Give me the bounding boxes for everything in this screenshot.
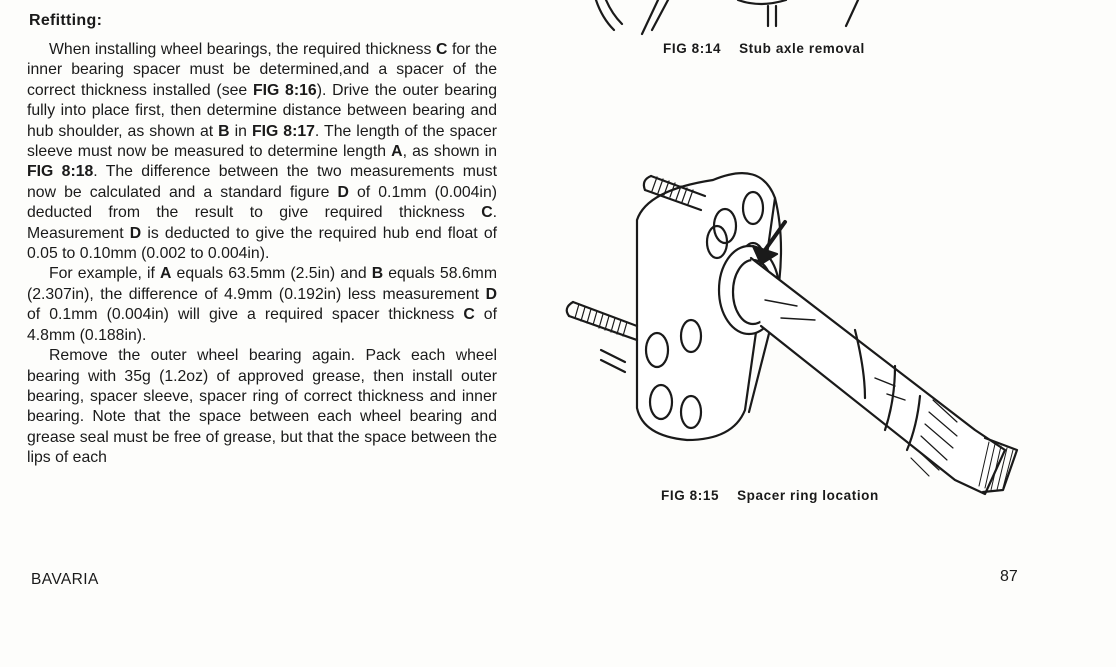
bold-reference: FIG 8:16 (252, 81, 317, 99)
paragraph-2: For example, if A equals 63.5mm (2.5in) … (27, 264, 497, 346)
spacer-ring-location-illustration (565, 172, 1019, 496)
bold-reference: C (463, 306, 475, 324)
text-run: When installing wheel bearings, the requ… (49, 41, 436, 58)
text-run: in (229, 122, 252, 140)
bold-reference: FIG 8:18 (27, 163, 94, 181)
text-run: . The difference between the two measure… (27, 163, 497, 201)
figure-caption-8-15: FIG 8:15 Spacer ring location (661, 488, 879, 503)
paragraph-1: When installing wheel bearings, the requ… (27, 40, 497, 264)
bold-reference: C (481, 204, 493, 222)
bold-reference: FIG 8:17 (251, 122, 315, 140)
body-text: When installing wheel bearings, the requ… (27, 40, 497, 469)
text-run: For example, if (49, 265, 161, 283)
bold-reference: D (485, 285, 497, 303)
figure-label: FIG 8:15 (661, 488, 720, 503)
text-run: . Measurement (27, 204, 497, 242)
bold-reference: D (337, 183, 349, 201)
bold-reference: B (218, 122, 230, 140)
running-footer-title: BAVARIA (31, 571, 99, 588)
figure-title: Stub axle removal (739, 41, 865, 56)
paragraph-3: Remove the outer wheel bearing again. Pa… (27, 346, 497, 468)
bold-reference: B (371, 265, 384, 283)
text-run: , as shown in (402, 143, 498, 161)
text-run: equals 63.5mm (2.5in) and (171, 265, 372, 283)
bold-reference: A (160, 265, 172, 283)
text-run: equals 58.6mm (2.307in), the difference … (27, 265, 497, 303)
text-run: for the inner bearing spacer must be det… (27, 41, 497, 99)
text-run: ). Drive the outer bearing fully into pl… (27, 81, 497, 140)
section-heading: Refitting: (29, 12, 103, 29)
stub-axle-removal-illustration (594, 0, 860, 36)
text-run: Remove the outer wheel bearing again. Pa… (27, 347, 497, 467)
figure-label: FIG 8:14 (663, 41, 722, 56)
bold-reference: C (435, 41, 448, 58)
figure-caption-8-14: FIG 8:14 Stub axle removal (663, 41, 865, 56)
bold-reference: A (391, 143, 403, 161)
text-run: of 0.1mm (0.004in) will give a required … (27, 306, 464, 324)
text-run: . The length of the spacer sleeve must n… (27, 122, 497, 161)
bold-reference: D (129, 224, 142, 242)
text-run: of 0.1mm (0.004in) deducted from the res… (27, 183, 497, 222)
text-run: is deducted to give the required hub end… (27, 224, 497, 263)
page-number: 87 (1000, 568, 1018, 585)
figure-title: Spacer ring location (737, 488, 879, 503)
text-run: of 4.8mm (0.188in). (27, 306, 497, 344)
